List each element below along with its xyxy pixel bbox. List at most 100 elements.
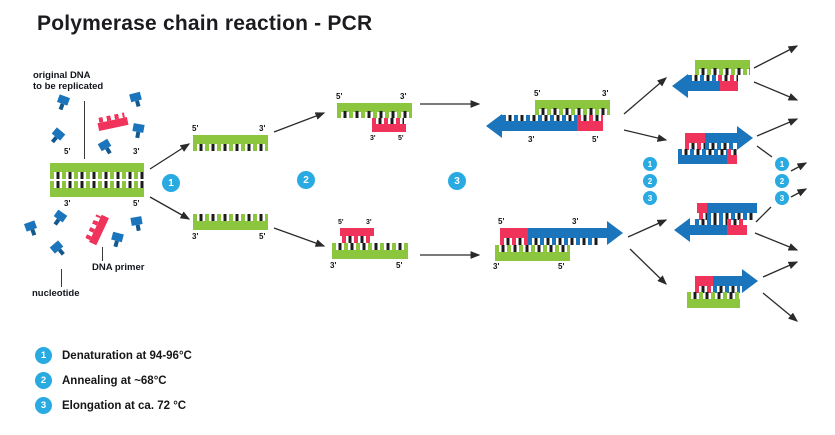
new-strand-bar xyxy=(705,133,737,143)
prime-label: 5' xyxy=(192,124,199,133)
legend-circle-2: 2 xyxy=(35,372,52,389)
strand-bar xyxy=(193,135,268,144)
original-dna-label: original DNA to be replicated xyxy=(33,70,103,92)
strand-teeth xyxy=(707,213,753,220)
strand-teeth xyxy=(193,144,268,151)
mini-step-circle-1: 1 xyxy=(775,157,789,171)
new-strand-teeth xyxy=(528,238,600,245)
new-strand-bar xyxy=(713,276,742,286)
prime-label: 5' xyxy=(558,262,565,271)
primer-teeth xyxy=(695,286,713,293)
mini-step-circle-1: 1 xyxy=(643,157,657,171)
strand-bar xyxy=(687,299,740,308)
primer-bar xyxy=(685,133,705,143)
strand-bar xyxy=(535,100,610,109)
strand-teeth xyxy=(687,292,740,299)
primer-teeth xyxy=(500,238,528,245)
step-circle-1: 1 xyxy=(162,174,180,192)
prime-label: 3' xyxy=(259,124,266,133)
new-strand-arrowhead xyxy=(674,218,690,242)
strand-teeth xyxy=(193,214,268,221)
primer-teeth xyxy=(718,75,738,82)
page-title: Polymerase chain reaction - PCR xyxy=(37,12,373,35)
prime-label: 5' xyxy=(534,89,541,98)
nucleotide-pointer-line xyxy=(61,269,62,287)
strand-bar xyxy=(495,252,570,261)
prime-label: 5' xyxy=(498,217,505,226)
strand-teeth xyxy=(50,181,144,188)
new-strand-teeth xyxy=(713,286,740,293)
legend-circle-1: 1 xyxy=(35,347,52,364)
strand-bar xyxy=(697,203,707,213)
primer-teeth xyxy=(577,115,603,122)
new-strand-bar xyxy=(502,121,577,131)
new-strand-bar xyxy=(690,225,727,235)
new-strand-bar xyxy=(528,228,607,238)
primer-bar xyxy=(695,276,713,286)
new-strand-arrowhead xyxy=(737,126,753,150)
primer-teeth xyxy=(685,143,705,150)
strand-bar xyxy=(50,188,144,197)
prime-label: 5' xyxy=(398,135,404,142)
legend-circle-3: 3 xyxy=(35,397,52,414)
strand-bar xyxy=(50,163,144,172)
new-strand-teeth xyxy=(695,219,727,226)
new-strand-arrowhead xyxy=(672,74,688,98)
original-dna-pointer-line xyxy=(84,101,85,159)
strand-bar xyxy=(193,221,268,230)
prime-label: 3' xyxy=(528,135,535,144)
mini-step-circle-2: 2 xyxy=(643,174,657,188)
new-strand-teeth xyxy=(502,115,577,122)
prime-label: 3' xyxy=(400,92,407,101)
prime-label: 5' xyxy=(64,147,71,156)
strand-teeth xyxy=(678,149,727,156)
strand-teeth xyxy=(337,111,412,118)
strand-teeth xyxy=(699,213,707,220)
prime-label: 5' xyxy=(259,232,266,241)
prime-label: 5' xyxy=(336,92,343,101)
step-circle-3: 3 xyxy=(448,172,466,190)
strand-bar xyxy=(332,250,408,259)
mini-step-circle-3: 3 xyxy=(775,191,789,205)
prime-label: 5' xyxy=(592,135,599,144)
mini-step-circle-2: 2 xyxy=(775,174,789,188)
legend-text-3: Elongation at ca. 72 °C xyxy=(62,400,187,412)
step-circle-2: 2 xyxy=(297,171,315,189)
legend-text-1: Denaturation at 94-96°C xyxy=(62,350,192,362)
strand-bar xyxy=(695,60,750,69)
original-dna-label-line1: original DNA xyxy=(33,70,91,81)
nucleotide-label: nucleotide xyxy=(32,288,80,299)
primer-bar xyxy=(340,228,374,236)
prime-label: 5' xyxy=(396,261,403,270)
new-strand-arrowhead xyxy=(742,269,758,293)
prime-label: 3' xyxy=(370,135,376,142)
strand-bar xyxy=(337,103,412,112)
primer-bar xyxy=(577,121,603,131)
primer-teeth xyxy=(727,219,745,226)
new-strand-arrowhead xyxy=(486,114,502,138)
new-strand-bar xyxy=(688,81,720,91)
prime-label: 3' xyxy=(133,147,140,156)
strand-teeth xyxy=(50,172,144,179)
prime-label: 3' xyxy=(192,232,199,241)
prime-label: 3' xyxy=(572,217,579,226)
legend-text-2: Annealing at ~68°C xyxy=(62,375,167,387)
dna-primer-label: DNA primer xyxy=(92,262,145,273)
prime-label: 3' xyxy=(602,89,609,98)
strand-teeth xyxy=(332,243,408,250)
prime-label: 3' xyxy=(366,219,372,226)
new-strand-teeth xyxy=(688,75,718,82)
prime-label: 3' xyxy=(493,262,500,271)
primer-bar xyxy=(500,228,528,238)
nucleotide-icon xyxy=(132,123,145,133)
primer-bar xyxy=(372,124,406,132)
prime-label: 3' xyxy=(64,199,71,208)
strand-teeth xyxy=(535,108,610,115)
dna-primer-pointer-line xyxy=(102,247,103,261)
strand-bar xyxy=(678,155,727,164)
original-dna-label-line2: to be replicated xyxy=(33,81,104,92)
primer-teeth xyxy=(372,118,404,125)
primer-bar xyxy=(720,81,738,91)
